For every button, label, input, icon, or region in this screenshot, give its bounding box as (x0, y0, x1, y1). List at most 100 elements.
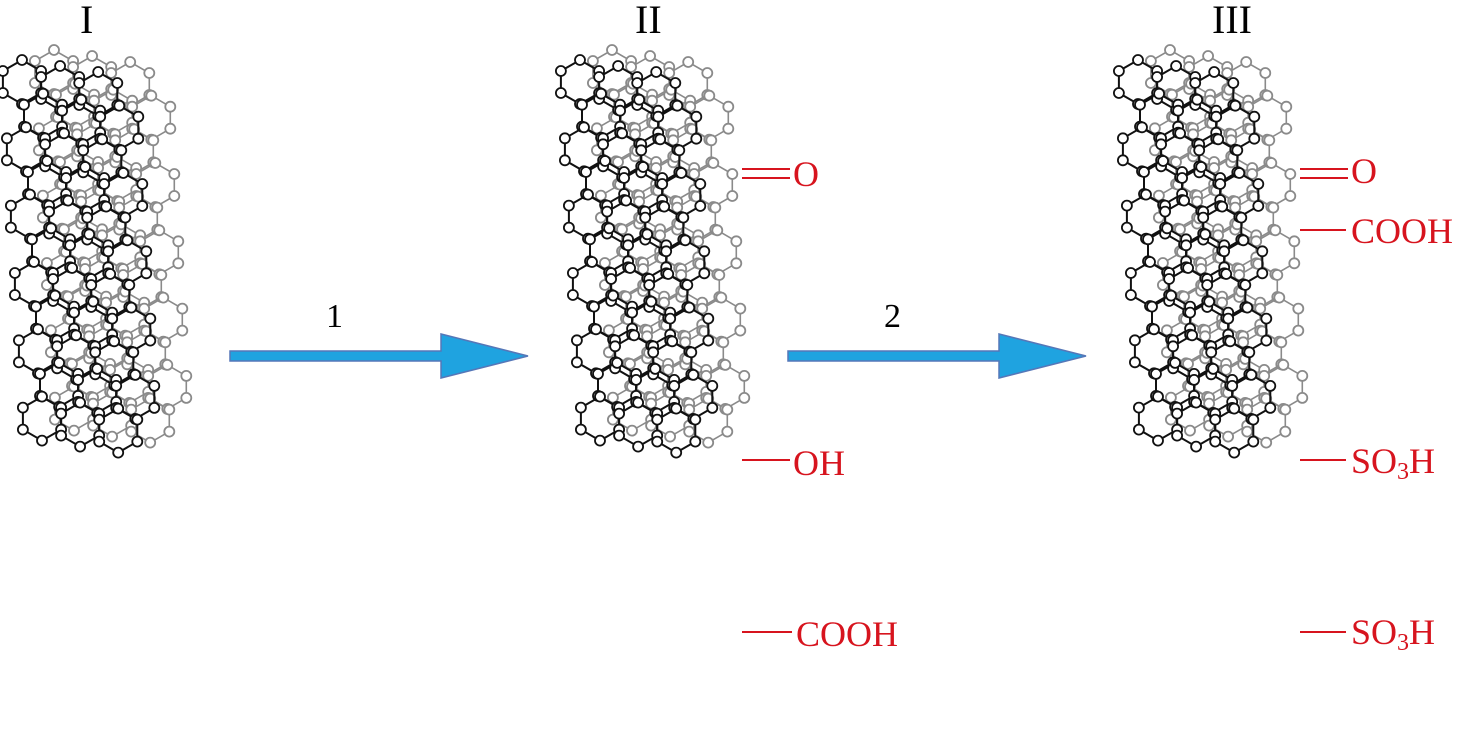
carbon-atom (700, 369, 713, 382)
carbon-atom (1229, 99, 1242, 112)
reaction-arrow-1 (229, 333, 529, 379)
carbon-atom (68, 424, 80, 437)
carbon-atom (633, 195, 645, 208)
carbon-atom (734, 324, 747, 337)
carbon-atom (677, 211, 690, 224)
carbon-atom (1132, 54, 1144, 66)
carbon-atom (679, 234, 692, 247)
carbon-atom (1161, 324, 1173, 337)
carbon-atom (722, 122, 735, 135)
carbon-atom (100, 200, 113, 213)
carbon-atom (651, 413, 664, 426)
carbon-atom (72, 373, 84, 386)
carbon-atom (683, 301, 696, 314)
carbon-atom (180, 391, 193, 404)
carbon-atom (721, 403, 734, 416)
carbon-atom (1208, 162, 1220, 174)
carbon-atom (79, 263, 91, 275)
carbon-atom (1214, 178, 1227, 190)
carbon-atom (702, 334, 715, 347)
carbon-atom (1186, 329, 1198, 342)
carbon-atom (734, 302, 747, 315)
carbon-atom (39, 138, 51, 151)
carbon-atom (1261, 89, 1274, 102)
carbon-atom (616, 223, 628, 236)
carbon-atom (1190, 396, 1202, 409)
carbon-atom (8, 289, 21, 301)
carbon-atom (618, 172, 630, 184)
carbon-atom (624, 262, 636, 274)
carbon-atom (622, 239, 634, 252)
carbon-atom (12, 356, 25, 369)
carbon-atom (706, 401, 719, 414)
carbon-atom (112, 402, 125, 415)
carbon-atom (1201, 279, 1214, 291)
carbon-atom (1180, 239, 1192, 252)
carbon-atom (123, 279, 136, 291)
carbon-atom (663, 67, 676, 79)
carbon-atom (1191, 93, 1204, 106)
carbon-atom (689, 413, 702, 426)
carbon-atom (721, 425, 734, 438)
carbon-atom (675, 167, 688, 179)
carbon-atom (559, 132, 571, 145)
carbon-atom (64, 239, 76, 252)
carbon-atom (1210, 110, 1223, 123)
carbon-atom (637, 161, 650, 173)
carbon-atom (669, 77, 682, 89)
carbon-atom (35, 71, 47, 83)
carbon-atom (687, 368, 700, 381)
carbon-atom (60, 172, 72, 184)
carbon-atom (654, 133, 667, 146)
carbon-atom (594, 434, 606, 447)
carbon-atom (1199, 228, 1212, 241)
carbon-atom (180, 369, 193, 382)
carbon-atom (706, 379, 719, 392)
carbon-atom (1242, 100, 1255, 113)
carbon-atom (658, 296, 670, 309)
carbon-atom (62, 290, 74, 303)
carbon-atom (74, 396, 86, 409)
carbon-atom (671, 201, 684, 214)
carbon-atom (140, 267, 153, 280)
carbon-atom (1182, 262, 1194, 274)
carbon-atom (1189, 77, 1202, 89)
carbon-atom (1247, 413, 1260, 426)
carbon-atom (1292, 302, 1305, 315)
carbon-atom (1129, 334, 1141, 347)
carbon-atom (641, 228, 654, 241)
carbon-atom (681, 279, 694, 291)
carbon-atom (650, 162, 662, 174)
carbon-atom (593, 71, 605, 83)
carbon-atom (730, 235, 743, 248)
carbon-atom (588, 300, 600, 313)
carbon-atom (125, 425, 138, 438)
carbon-atom (105, 67, 118, 79)
carbon-atom (1, 154, 13, 167)
carbon-atom (172, 257, 185, 270)
carbon-atom (567, 289, 579, 301)
carbon-atom (1170, 60, 1182, 72)
carbon-atom (144, 436, 157, 449)
carbon-atom (620, 194, 632, 207)
carbon-atom (639, 211, 652, 224)
carbon-atom (142, 369, 155, 382)
carbon-atom (613, 429, 625, 442)
carbon-atom (559, 154, 571, 167)
carbon-atom (49, 289, 61, 302)
carbon-atom (91, 362, 104, 375)
carbon-atom (575, 423, 587, 436)
carbon-atom (571, 334, 583, 347)
carbon-atom (79, 161, 92, 173)
carbon-atom (628, 329, 640, 342)
carbon-atom (690, 110, 703, 123)
carbon-atom (1264, 401, 1277, 414)
carbon-atom (161, 358, 174, 371)
carbon-atom (685, 346, 698, 359)
carbon-atom (41, 257, 53, 269)
carbon-atom (1260, 312, 1273, 325)
carbon-atom (616, 127, 628, 140)
carbon-atom (1, 132, 13, 145)
carbon-atom (1275, 336, 1288, 349)
carbon-atom (1228, 446, 1241, 459)
